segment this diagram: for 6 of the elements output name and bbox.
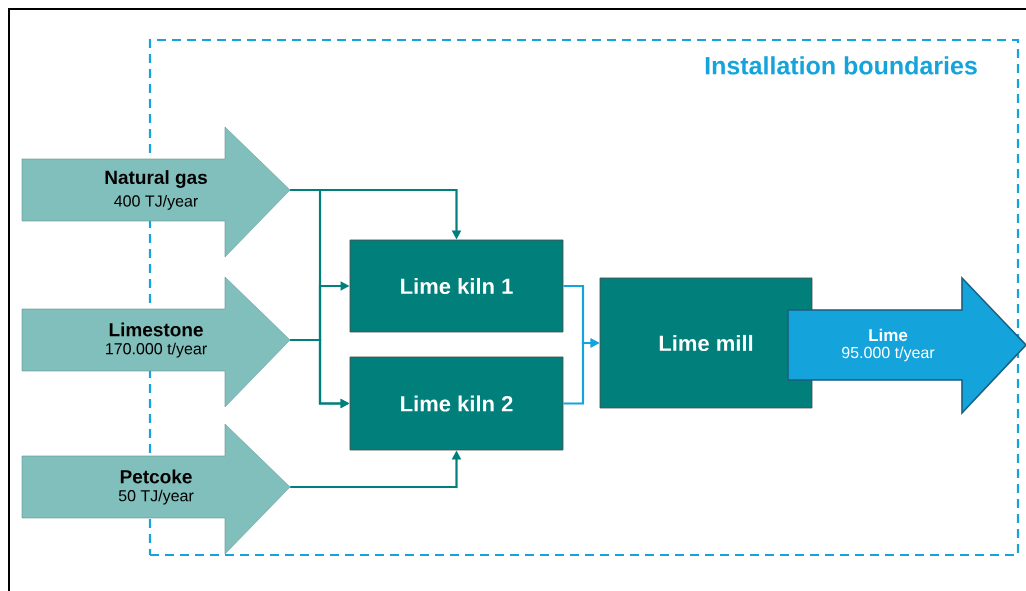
process-box: Lime kiln 2 bbox=[349, 356, 564, 451]
process-box: Lime mill bbox=[599, 277, 813, 409]
process-box: Lime kiln 1 bbox=[349, 239, 564, 333]
input-flow: Petcoke 50 TJ/year bbox=[21, 423, 291, 555]
input-flow: Natural gas 400 TJ/year bbox=[21, 126, 291, 258]
input-flow: Limestone 170.000 t/year bbox=[21, 276, 291, 408]
